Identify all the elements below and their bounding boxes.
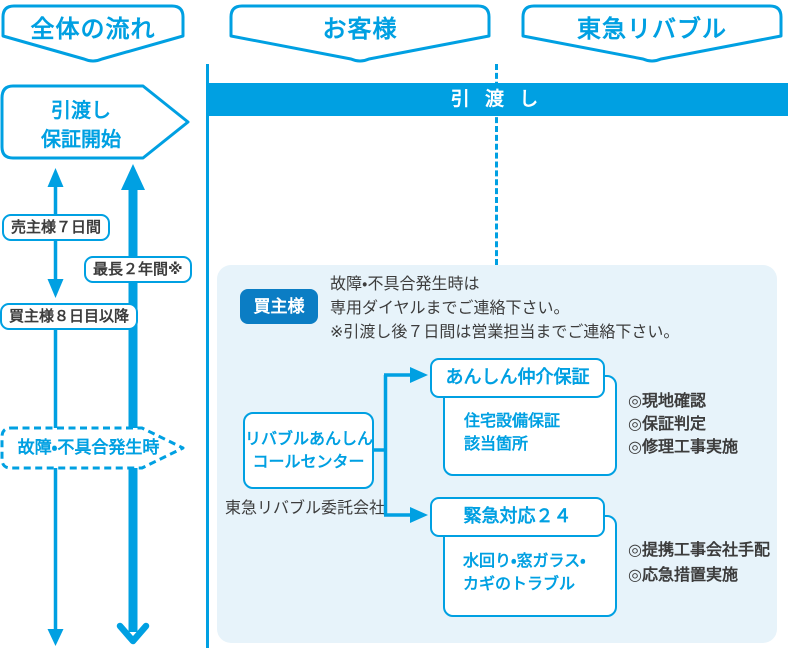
call-center-label: リバブルあんしん コールセンター: [245, 414, 374, 474]
bullet-item: ◎保証判定: [628, 416, 706, 433]
handover-bar: 引 渡 し: [206, 83, 788, 116]
warranty-arrow-chevron-head: [116, 622, 150, 645]
branch2-body-line1: 水回り・窓ガラス・: [463, 553, 586, 570]
buyer-arrow-down-head: [47, 629, 64, 646]
top-branch-arrowhead: [410, 367, 428, 383]
branch2-body: 水回り・窓ガラス・ カギのトラブル: [445, 517, 615, 596]
branch1-body-line1: 住宅設備保証: [464, 413, 561, 430]
banner-flow-shape: [1, 4, 185, 63]
branch1-bullets: ◎現地確認 ◎保証判定 ◎修理工事実施: [628, 390, 738, 459]
call-center-caption: 東急リバブル委託会社: [225, 500, 386, 517]
start-box-shape: [0, 84, 190, 160]
start-box-line2: 保証開始: [41, 129, 121, 151]
failure-label: 故障・不具合発生時: [17, 438, 160, 457]
seller-period-label: 売主様７日間: [2, 214, 111, 241]
column-divider-solid: [206, 64, 209, 648]
start-box-line1: 引渡し: [51, 100, 111, 122]
branch2-title-box: 緊急対応２４: [430, 497, 605, 537]
header-flow: 全体の流れ: [30, 16, 156, 43]
warranty-arrow-up-head: [121, 164, 145, 190]
branch2-body-line2: カギのトラブル: [463, 576, 576, 593]
buyer-badge: 買主様: [240, 289, 318, 324]
seller-arrow-up-head: [47, 168, 64, 187]
branch-connector: [373, 367, 428, 523]
bullet-item: ◎現地確認: [628, 393, 706, 410]
failure-label-shape: [0, 426, 185, 470]
call-center-line2: コールセンター: [252, 454, 365, 471]
start-box-label: 引渡し 保証開始: [0, 97, 162, 155]
call-center-box: リバブルあんしん コールセンター: [243, 412, 374, 489]
bullet-item: ◎提携工事会社手配: [628, 542, 770, 559]
branch1-title-box: あんしん仲介保証: [430, 358, 605, 398]
bullet-item: ◎応急措置実施: [628, 567, 738, 584]
branch1-body: 住宅設備保証 該当箇所: [445, 377, 615, 456]
contact-notice-line3: ※引渡し後７日間は営業担当までご連絡下さい。: [330, 324, 680, 341]
bottom-branch-arrowhead: [410, 507, 428, 523]
branch1-body-line2: 該当箇所: [464, 436, 529, 453]
bullet-item: ◎修理工事実施: [628, 439, 738, 456]
header-company: 東急リバブル: [577, 16, 727, 43]
contact-notice-line2: 専用ダイヤルまでご連絡下さい。: [330, 300, 570, 317]
timeline-arrows: [47, 164, 150, 646]
buyer-period-label: 買主様８日目以降: [0, 303, 139, 330]
banner-customer-shape: [229, 4, 491, 63]
call-center-line1: リバブルあんしん: [245, 431, 374, 448]
contact-notice: 故障・不具合発生時は 専用ダイヤルまでご連絡下さい。 ※引渡し後７日間は営業担当…: [330, 273, 679, 345]
max-period-label: 最長２年間※: [84, 256, 192, 283]
header-customer: お客様: [322, 16, 398, 43]
column-divider-dashed: [495, 64, 498, 265]
contact-notice-line1: 故障・不具合発生時は: [330, 276, 480, 293]
banner-company-shape: [521, 4, 783, 63]
branch2-bullets: ◎提携工事会社手配 ◎応急措置実施: [628, 538, 770, 588]
